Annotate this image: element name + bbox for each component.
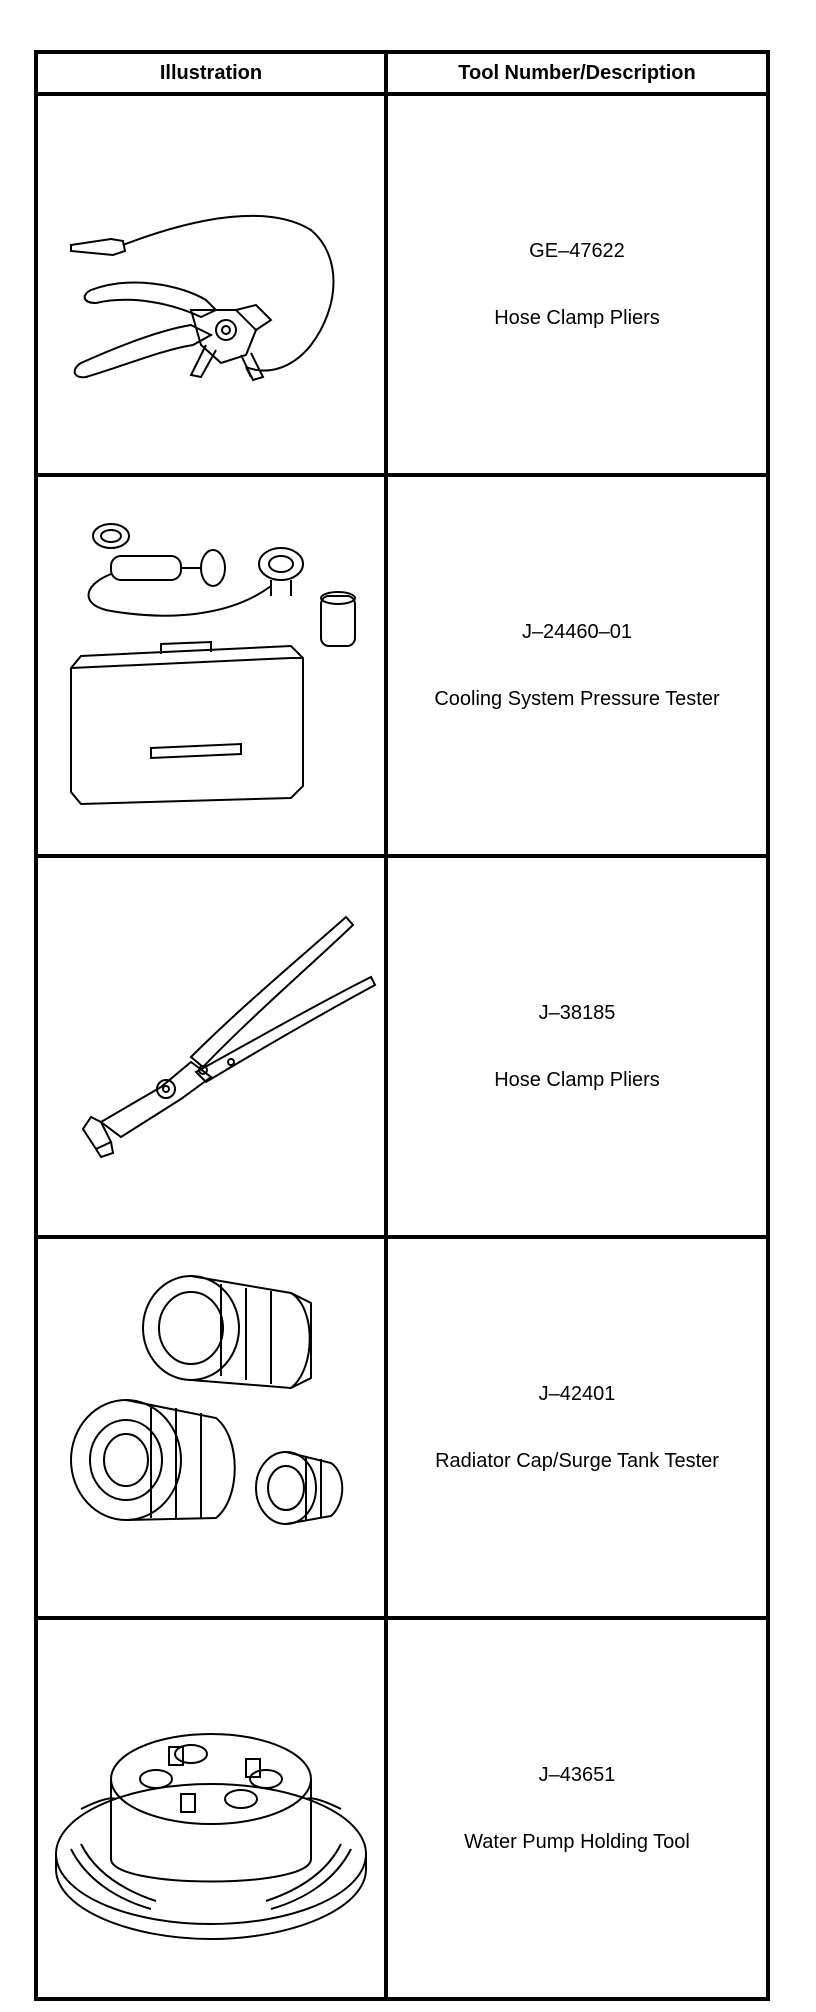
tool-number: J–38185 [538, 1001, 616, 1024]
hose-clamp-pliers-cable-icon [41, 105, 381, 465]
hose-clamp-pliers-icon [41, 867, 381, 1227]
tool-description: Radiator Cap/Surge Tank Tester [435, 1449, 719, 1472]
water-pump-holding-tool-icon [41, 1629, 381, 1989]
tool-description: Water Pump Holding Tool [464, 1830, 690, 1853]
header-tool-number-description: Tool Number/Description [458, 61, 696, 84]
tool-description: Hose Clamp Pliers [494, 1068, 660, 1091]
table-row: J–42401 Radiator Cap/Surge Tank Tester [38, 1239, 766, 1620]
table-row: J–24460–01 Cooling System Pressure Teste… [38, 477, 766, 858]
tool-cell: J–24460–01 Cooling System Pressure Teste… [388, 477, 766, 854]
tool-cell: GE–47622 Hose Clamp Pliers [388, 96, 766, 473]
tool-number: J–42401 [538, 1382, 616, 1405]
tool-cell: J–42401 Radiator Cap/Surge Tank Tester [388, 1239, 766, 1616]
illustration-cell [38, 96, 388, 473]
table-row: J–38185 Hose Clamp Pliers [38, 858, 766, 1239]
tool-number: J–43651 [538, 1763, 616, 1786]
tool-number: GE–47622 [529, 239, 625, 262]
illustration-cell [38, 1620, 388, 1997]
pressure-tester-kit-icon [41, 486, 381, 846]
illustration-cell [38, 858, 388, 1235]
table-row: GE–47622 Hose Clamp Pliers [38, 96, 766, 477]
radiator-cap-adapters-icon [41, 1248, 381, 1608]
illustration-cell [38, 1239, 388, 1616]
header-illustration: Illustration [38, 54, 388, 92]
tool-number: J–24460–01 [521, 620, 633, 643]
special-tools-table: Illustration Tool Number/Description GE–… [34, 50, 770, 2001]
tool-cell: J–38185 Hose Clamp Pliers [388, 858, 766, 1235]
table-row: J–43651 Water Pump Holding Tool [38, 1620, 766, 1997]
illustration-cell [38, 477, 388, 854]
table-header: Illustration Tool Number/Description [38, 54, 766, 96]
tool-description: Hose Clamp Pliers [494, 306, 660, 329]
tool-cell: J–43651 Water Pump Holding Tool [388, 1620, 766, 1997]
tool-description: Cooling System Pressure Tester [434, 687, 720, 710]
